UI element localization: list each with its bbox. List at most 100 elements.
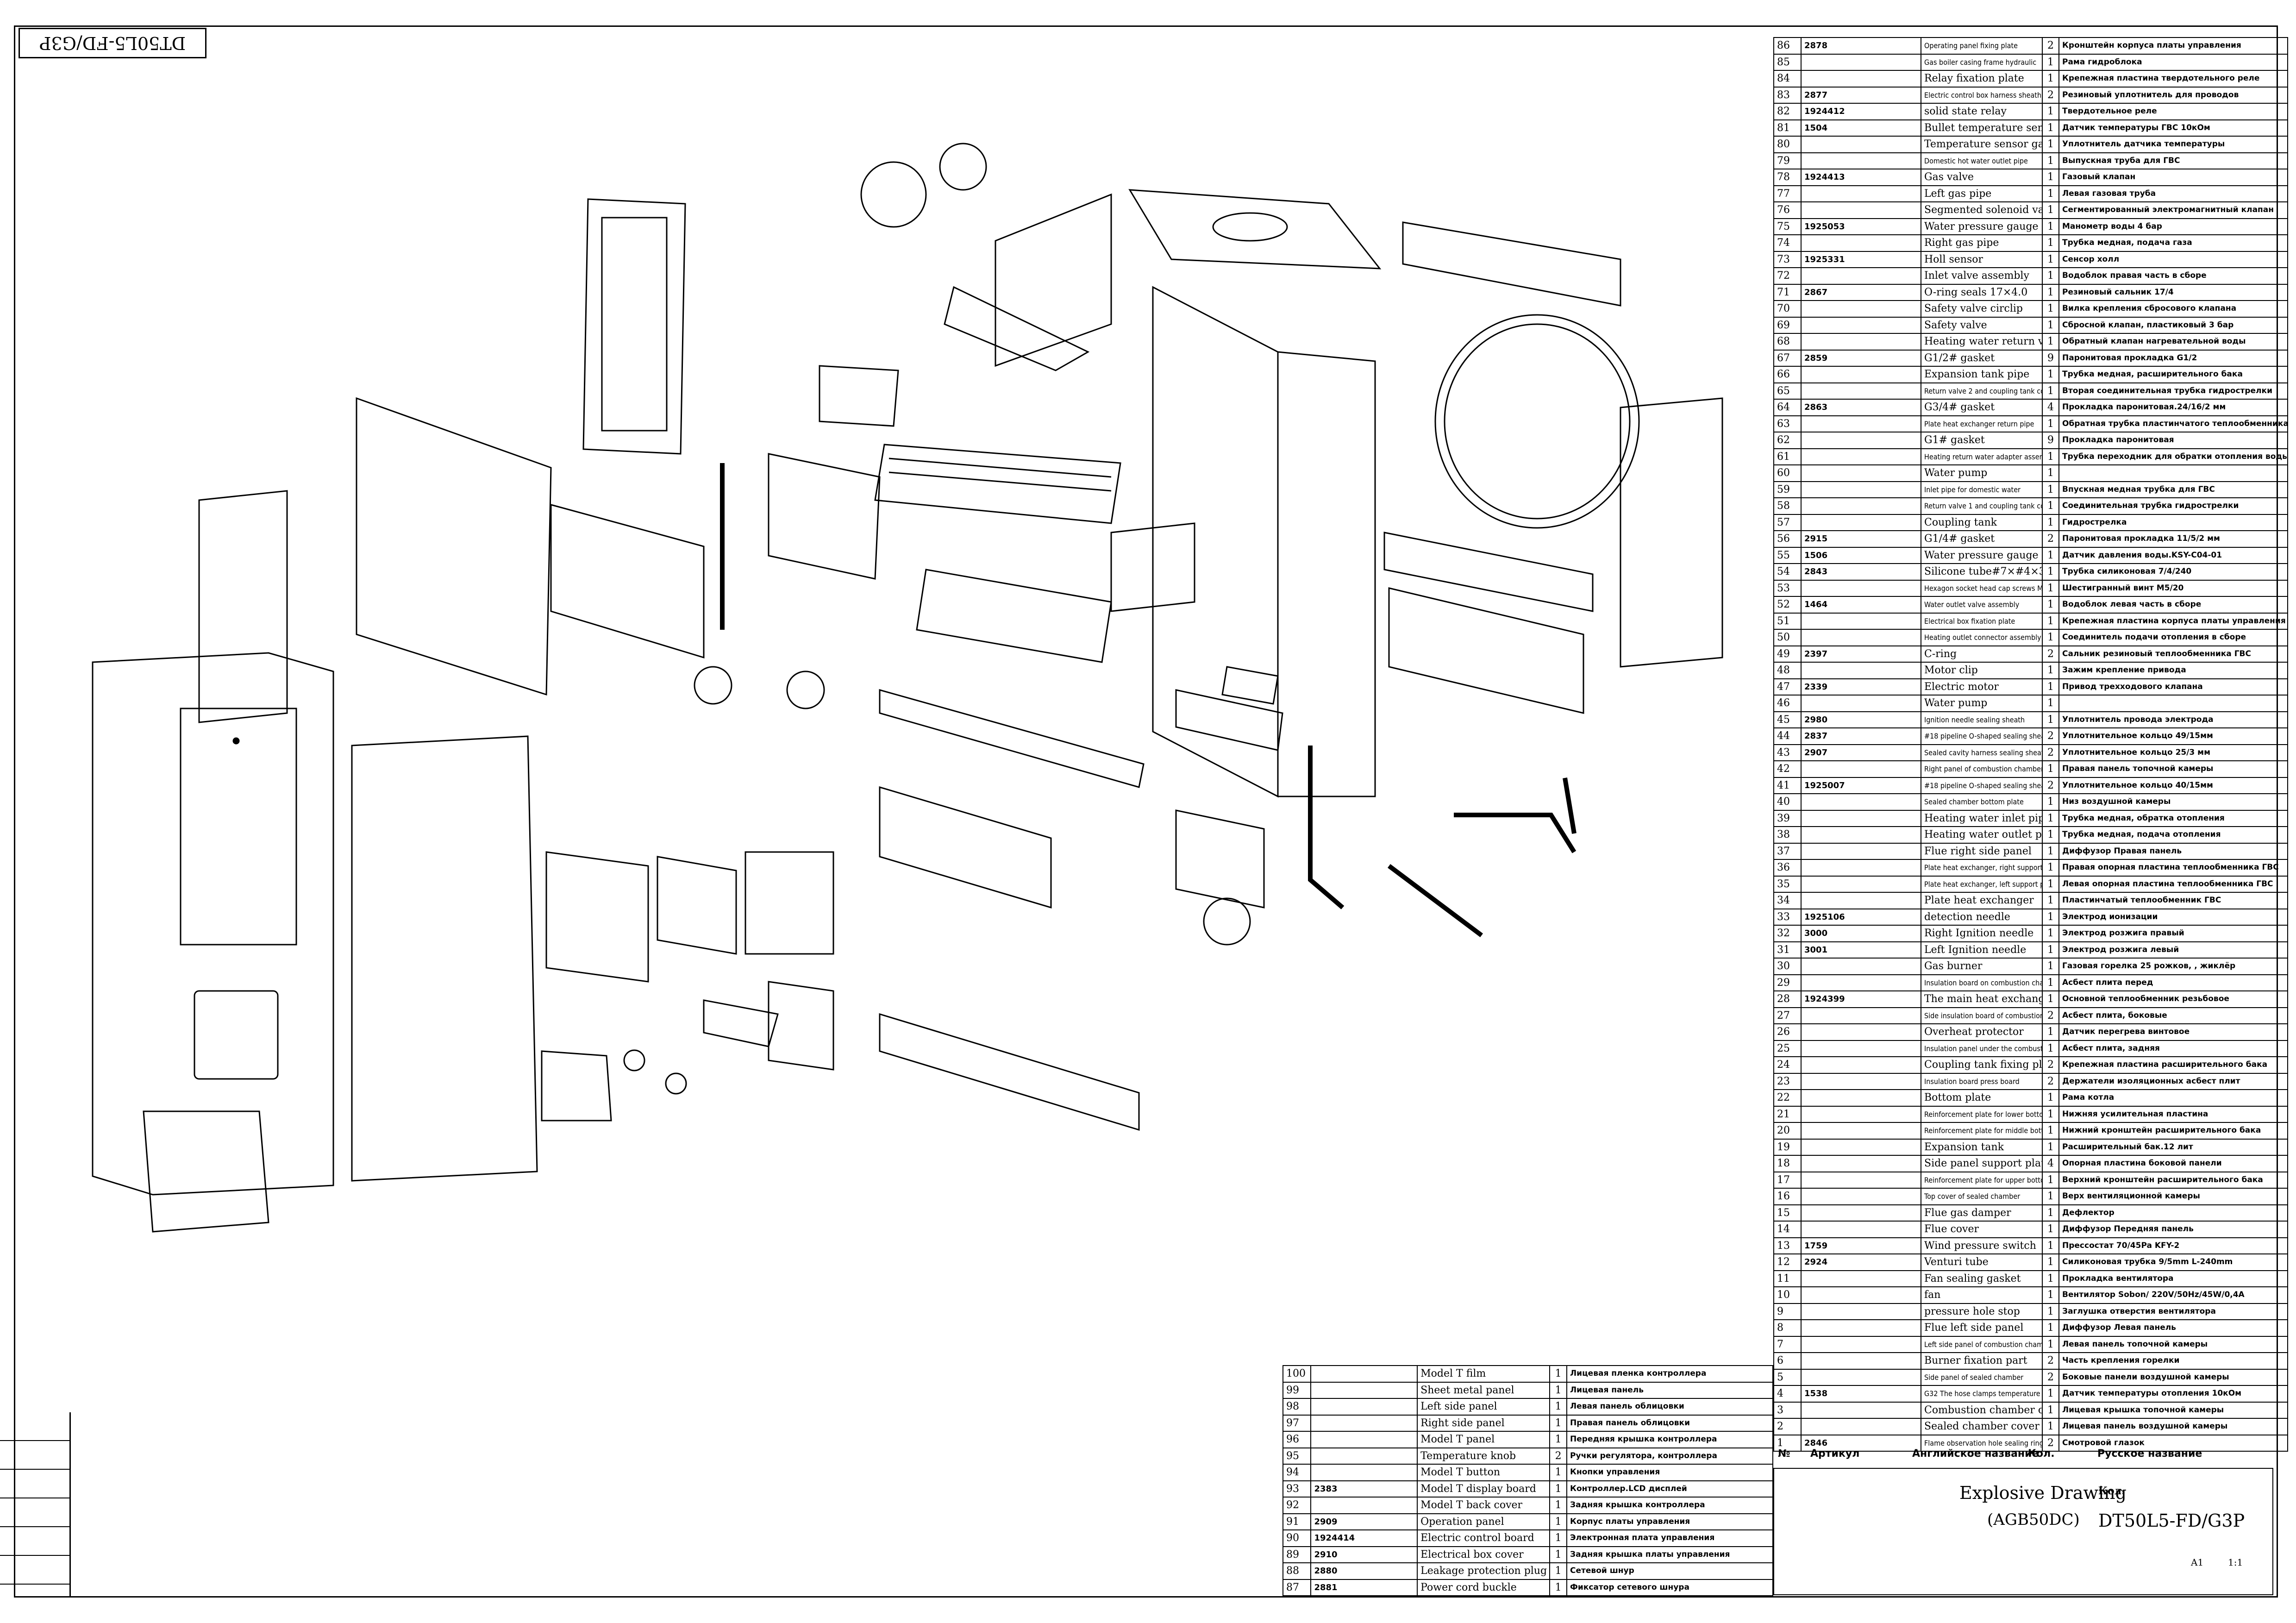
part-name-ru: Крепежная пластина твердотельного реле	[2058, 70, 2288, 88]
part-qty: 1	[2042, 1122, 2059, 1140]
part-no: 48	[1773, 662, 1802, 679]
part-name-en: Reinforcement plate for lower bottom pla…	[1921, 1105, 2043, 1123]
part-no: 19	[1773, 1138, 1802, 1156]
part-code: 2915	[1801, 530, 1921, 548]
part-code	[1801, 1023, 1921, 1041]
part-no: 45	[1773, 711, 1802, 728]
part-qty: 1	[2042, 826, 2059, 844]
part-name-en: Wind pressure switch	[1921, 1237, 2043, 1254]
part-name-en: G32 The hose clamps temperature sensor	[1921, 1385, 2043, 1403]
part-name-en: G1/2# gasket	[1921, 349, 2043, 367]
part-name-ru: Соединитель подачи отопления в сборе	[2058, 629, 2288, 646]
part-name-en: Temperature knob	[1417, 1447, 1551, 1465]
revision-strip	[0, 1412, 71, 1598]
part-code: 2909	[1310, 1513, 1418, 1530]
part-code	[1801, 70, 1921, 88]
part-code	[1801, 136, 1921, 153]
part-name-en: pressure hole stop	[1921, 1303, 2043, 1320]
part-qty: 2	[2042, 86, 2059, 104]
part-name-ru: Кнопки управления	[1566, 1464, 1773, 1481]
part-name-ru: Боковые панели воздушной камеры	[2058, 1368, 2288, 1386]
part-name-en: Heating water outlet pipe	[1921, 826, 2043, 844]
part-qty: 1	[2042, 1138, 2059, 1156]
part-name-ru: Обратная трубка пластинчатого теплообмен…	[2058, 415, 2288, 432]
part-code: 1925007	[1801, 777, 1921, 794]
part-name-ru: Фиксатор сетевого шнура	[1566, 1579, 1773, 1596]
part-name-en: Coupling tank fixing plate	[1921, 1056, 2043, 1074]
part-no: 91	[1282, 1513, 1312, 1530]
part-name-en: Return valve 1 and coupling tank connect…	[1921, 497, 2043, 515]
part-name-en: Insulation panel under the combustion ch…	[1921, 1040, 2043, 1057]
part-name-en: Coupling tank	[1921, 514, 2043, 531]
part-code	[1310, 1381, 1418, 1399]
part-name-ru: Пластинчатый теплообменник ГВС	[2058, 892, 2288, 909]
part-name-en: Flue right side panel	[1921, 842, 2043, 860]
part-code: 1925331	[1801, 251, 1921, 268]
part-name-ru: Шестигранный винт M5/20	[2058, 579, 2288, 597]
part-name-en: Inlet valve assembly	[1921, 267, 2043, 285]
part-qty: 1	[2042, 711, 2059, 728]
part-name-en: G3/4# gasket	[1921, 399, 2043, 416]
part-qty: 1	[2042, 448, 2059, 465]
part-name-ru: Уплотнительное кольцо 25/3 мм	[2058, 744, 2288, 761]
part-qty: 1	[2042, 169, 2059, 186]
part-name-ru: Вторая соединительная трубка гидрострелк…	[2058, 382, 2288, 400]
part-code	[1801, 793, 1921, 811]
part-name-en: Sealed chamber bottom plate	[1921, 793, 2043, 811]
part-name-en: Plate heat exchanger, right support plat…	[1921, 859, 2043, 877]
part-code: 2881	[1310, 1579, 1418, 1596]
part-name-ru: Лицевая панель	[1566, 1381, 1773, 1399]
part-no: 17	[1773, 1171, 1802, 1189]
part-no: 30	[1773, 958, 1802, 975]
part-name-en: Left side panel of combustion chamber	[1921, 1335, 2043, 1353]
part-qty: 1	[1549, 1562, 1568, 1580]
right-panel	[1620, 397, 1723, 668]
sealed-chamber-cover	[582, 198, 686, 455]
part-no: 29	[1773, 974, 1802, 991]
part-code	[1801, 514, 1921, 531]
part-name-ru: Резиновый уплотнитель для проводов	[2058, 86, 2288, 104]
part-name-ru: Передняя крышка контроллера	[1566, 1431, 1773, 1448]
part-name-ru: Датчик перегрева винтовое	[2058, 1023, 2288, 1041]
part-code	[1801, 1056, 1921, 1074]
part-code	[1801, 497, 1921, 515]
part-qty: 1	[2042, 941, 2059, 959]
part-no: 80	[1773, 136, 1802, 153]
part-code: 1924414	[1310, 1529, 1418, 1547]
part-name-en: Reinforcement plate for middle bottom pl…	[1921, 1122, 2043, 1140]
part-qty: 1	[1549, 1480, 1568, 1498]
part-no: 18	[1773, 1155, 1802, 1172]
part-no: 3	[1773, 1401, 1802, 1419]
part-qty: 1	[1549, 1398, 1568, 1416]
part-no: 66	[1773, 366, 1802, 383]
title-block: Explosive Drawing (AGB50DC) Кол. DT50L5-…	[1773, 1468, 2273, 1595]
part-qty: 1	[2042, 415, 2059, 432]
part-name-ru: Правая опорная пластина теплообменника Г…	[2058, 859, 2288, 877]
part-name-ru: Прокладка вентилятора	[2058, 1270, 2288, 1287]
part-name-ru: Уплотнитель датчика температуры	[2058, 136, 2288, 153]
part-no: 65	[1773, 382, 1802, 400]
part-no: 36	[1773, 859, 1802, 877]
part-code	[1801, 481, 1921, 498]
part-name-ru: Водоблок правая часть в сборе	[2058, 267, 2288, 285]
part-name-en: Heating water inlet pipe	[1921, 809, 2043, 827]
top-cover	[1128, 189, 1382, 269]
